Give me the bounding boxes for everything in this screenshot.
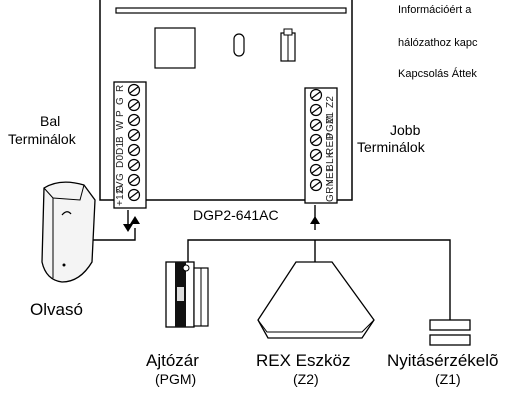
right-terminal-screw-slot (311, 121, 321, 129)
pin-label: G (115, 185, 126, 194)
right-terminal-screw-slot (311, 136, 321, 144)
controller-model: DGP2-641AC (193, 207, 279, 223)
pin-label: R (115, 84, 126, 92)
left-terminals-label-2: Terminálok (8, 131, 76, 147)
pin-label: D1 (115, 141, 126, 156)
right-terminal-screw-slot (311, 106, 321, 114)
pin-label: G (115, 96, 126, 105)
pin-label: Z1 (325, 111, 336, 124)
pin-label: Z2 (325, 95, 336, 108)
pin-label: D0 (115, 154, 126, 168)
rex-sub: (Z2) (293, 371, 319, 387)
chip (154, 27, 196, 69)
door-lock-device (165, 261, 209, 328)
right-terminals-label-1: Jobb (390, 122, 421, 138)
led (233, 33, 245, 57)
left-terminal-screw-slot (129, 101, 139, 109)
note-line-1: Információért a (398, 4, 472, 16)
door-lock-sub: (PGM) (155, 371, 197, 387)
left-terminal-screw-slot (129, 176, 139, 184)
pin-label: P (115, 110, 126, 118)
right-terminal-screw-slot (311, 151, 321, 159)
right-terminal-screw-slot (311, 166, 321, 174)
left-terminals-label-1: Bal (40, 113, 61, 129)
bus-wire (187, 239, 451, 320)
left-terminal-screw-slot (129, 146, 139, 154)
right-terminal-screw-slot (311, 91, 321, 99)
right-terminal-screw-slot (311, 181, 321, 189)
pin-label: B (115, 135, 126, 143)
rex-device (257, 261, 375, 339)
note-line-3: Kapcsolás Áttek (398, 68, 477, 80)
left-terminal-screw-slot (129, 116, 139, 124)
jumper (280, 28, 296, 62)
rex-label: REX Eszköz (256, 351, 351, 370)
left-terminal-block (113, 81, 147, 209)
right-terminals-label-2: Terminálok (357, 139, 425, 155)
door-contact-device (429, 319, 471, 346)
left-terminal-screw-slot (129, 161, 139, 169)
pin-label: G (115, 172, 126, 181)
right-terminal-block (304, 87, 338, 204)
left-terminal-screw-slot (129, 131, 139, 139)
arrow-heads (123, 216, 320, 232)
contact-sub: (Z1) (435, 371, 461, 387)
pin-label: W (115, 120, 126, 130)
reader-label: Olvasó (30, 300, 83, 319)
reader-device (41, 181, 96, 283)
left-terminal-screw-slot (129, 86, 139, 94)
contact-label: Nyitásérzékelõ (387, 351, 499, 370)
door-lock-label: Ajtózár (146, 351, 199, 370)
note-line-2: hálózathoz kapc (398, 37, 478, 49)
left-terminal-screw-slot (129, 191, 139, 199)
